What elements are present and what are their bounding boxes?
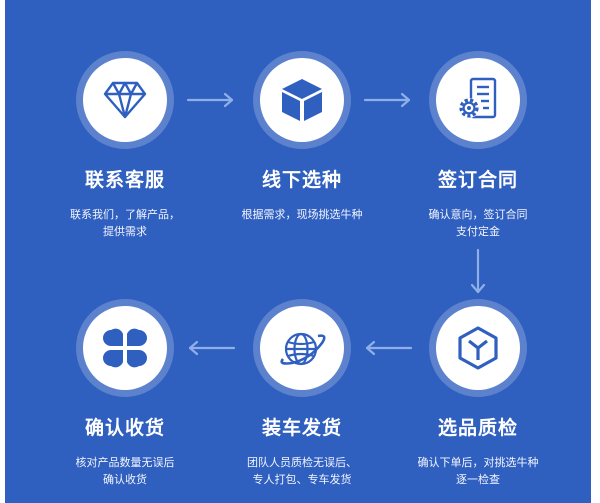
- step-description: 核对产品数量无误后 确认收货: [75, 456, 175, 486]
- contract-gear-icon: [459, 77, 497, 119]
- process-flow-panel: 联系客服 联系我们，了解产品， 提供需求 线下选种 根据需求，现场挑选牛种: [5, 0, 591, 503]
- hexagon-y-icon: [458, 326, 498, 370]
- step-title: 确认收货: [84, 417, 165, 439]
- globe-icon: [280, 332, 326, 366]
- diamond-icon: [103, 81, 147, 119]
- clover-icon: [103, 328, 147, 368]
- step-offline-selection: 线下选种 根据需求，现场挑选牛种: [207, 58, 397, 223]
- step-title: 签订合同: [437, 169, 518, 191]
- step-circle: [436, 306, 520, 390]
- step-title: 装车发货: [261, 417, 342, 439]
- step-confirm-receipt: 确认收货 核对产品数量无误后 确认收货: [30, 306, 220, 488]
- step-sign-contract: 签订合同 确认意向，签订合同 支付定金: [383, 58, 573, 240]
- arrow-down-icon: [470, 248, 486, 294]
- arrow-left-icon: [188, 340, 236, 356]
- step-title: 选品质检: [437, 417, 518, 439]
- step-circle: [260, 306, 344, 390]
- step-circle: [83, 58, 167, 142]
- step-description: 团队人员质检无误后、 专人打包、专车发货: [247, 456, 357, 486]
- step-circle: [83, 306, 167, 390]
- step-loading-shipping: 装车发货 团队人员质检无误后、 专人打包、专车发货: [207, 306, 397, 488]
- step-contact-service: 联系客服 联系我们，了解产品， 提供需求: [30, 58, 220, 240]
- step-description: 根据需求，现场挑选牛种: [241, 208, 363, 221]
- step-title: 线下选种: [261, 169, 342, 191]
- arrow-right-icon: [363, 92, 411, 108]
- step-circle: [436, 58, 520, 142]
- cube-icon: [282, 79, 322, 121]
- step-description: 联系我们，了解产品， 提供需求: [70, 208, 180, 238]
- step-quality-inspection: 选品质检 确认下单后，对挑选牛种 逐一检查: [383, 306, 573, 488]
- step-description: 确认下单后，对挑选牛种 逐一检查: [417, 456, 539, 486]
- step-circle: [260, 58, 344, 142]
- arrow-right-icon: [186, 92, 234, 108]
- step-description: 确认意向，签订合同 支付定金: [428, 208, 528, 238]
- arrow-left-icon: [365, 340, 413, 356]
- step-title: 联系客服: [84, 169, 165, 191]
